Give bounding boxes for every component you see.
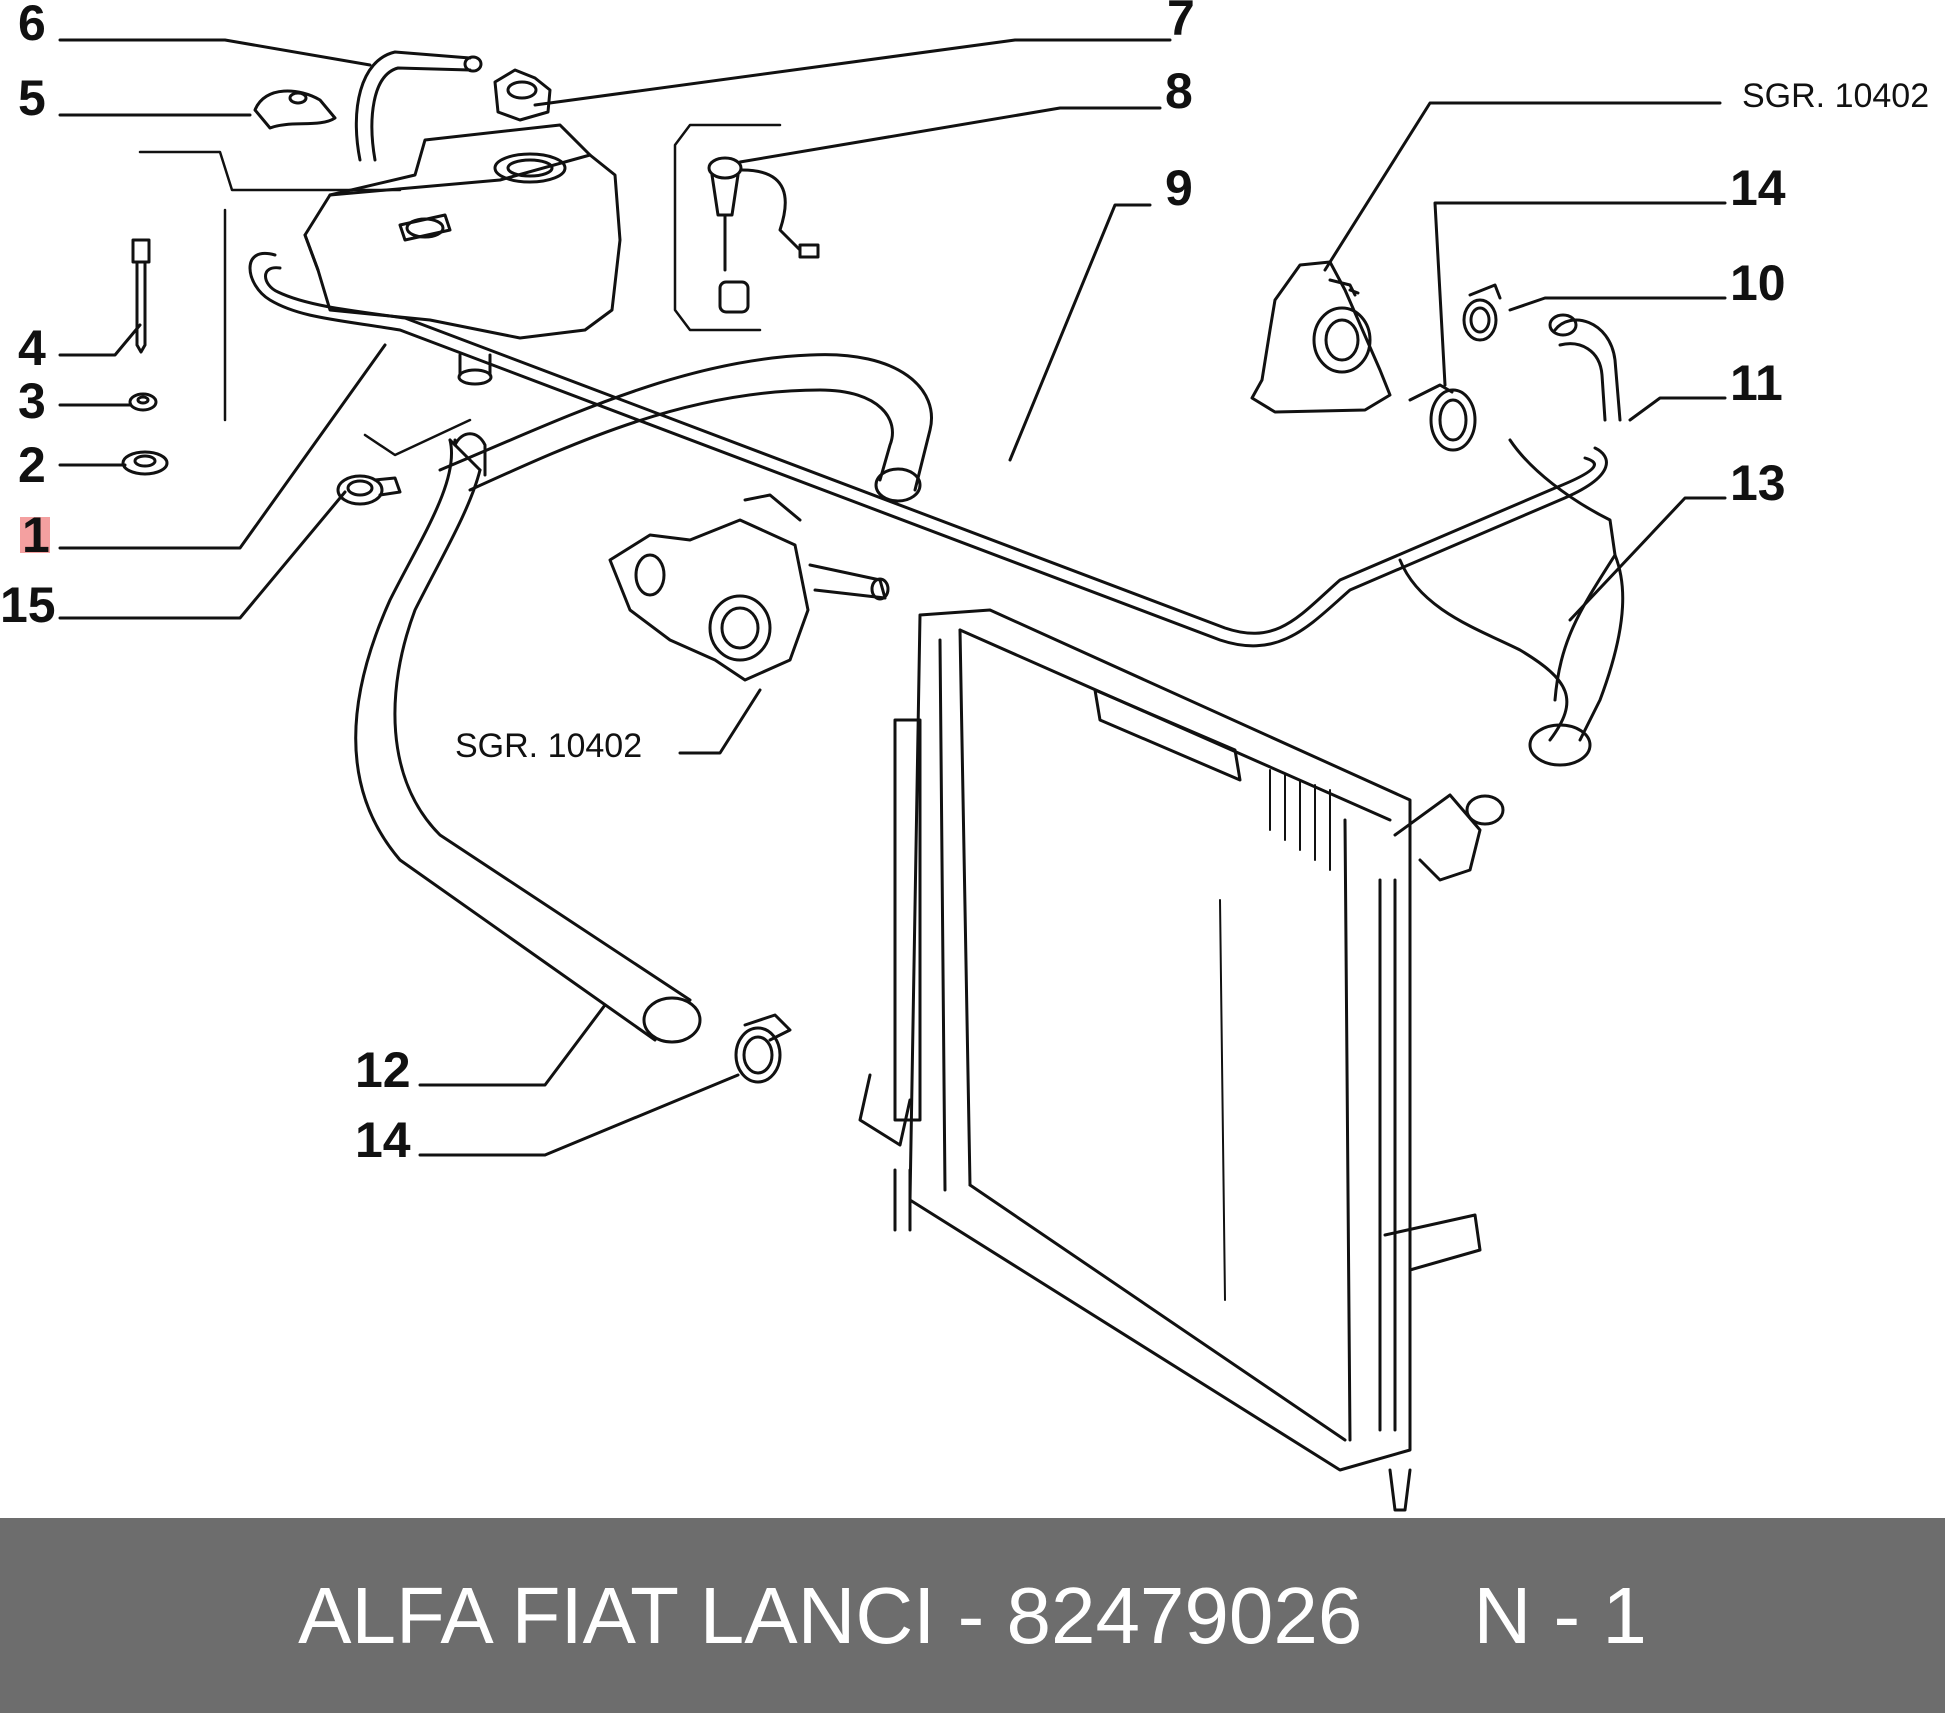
footer-spacer — [1362, 1571, 1473, 1660]
callout-number: 3 — [18, 373, 46, 429]
tank-bracket-lines — [138, 123, 782, 457]
callout-highlight — [20, 517, 50, 553]
clamp-part-15 — [336, 474, 402, 506]
footer-part-label: ALFA FIAT LANCI - 82479026 — [298, 1571, 1363, 1660]
callout-number: 13 — [1730, 455, 1786, 511]
callout-number: 10 — [1730, 255, 1786, 311]
callout-number: 4 — [18, 320, 46, 376]
lower-hose-part-12 — [354, 432, 702, 1044]
radiator — [858, 608, 1505, 1512]
sgr-reference: SGR. 10402 — [1742, 77, 1929, 115]
callout-number: 2 — [18, 437, 46, 493]
bolt-part-4 — [131, 238, 151, 354]
callout-number: 14 — [355, 1112, 411, 1168]
sgr-reference: SGR. 10402 — [455, 727, 642, 765]
callout-number: 11 — [1730, 355, 1783, 411]
hose-part-11 — [1548, 313, 1622, 422]
callout-number: 5 — [18, 70, 46, 126]
sensor-part-8 — [707, 156, 820, 314]
expansion-tank — [303, 123, 622, 386]
cap-assembly — [354, 50, 552, 162]
callout-number: 8 — [1165, 63, 1193, 119]
callout-number: 12 — [355, 1042, 411, 1098]
callout-number: 14 — [1730, 160, 1786, 216]
callout-number: 9 — [1165, 160, 1193, 216]
callout-number: 15 — [0, 577, 56, 633]
clamp-part-14-upper — [1408, 383, 1477, 452]
washer-part-2 — [121, 450, 169, 476]
footer-bar: ALFA FIAT LANCI - 82479026 N - 1 — [0, 1518, 1945, 1713]
callout-number-highlighted: 1 — [22, 507, 50, 563]
hose-part-13 — [1398, 438, 1625, 767]
callout-number: 6 — [18, 0, 46, 51]
leader-lines — [58, 38, 1727, 1157]
clamp-part-10 — [1462, 283, 1502, 342]
footer-caption: ALFA FIAT LANCI - 82479026 N - 1 — [0, 1518, 1945, 1713]
nut-part-3 — [128, 392, 158, 412]
footer-page-label: N - 1 — [1473, 1571, 1647, 1660]
thermostat-housing — [608, 493, 890, 682]
bleed-hose — [248, 251, 1608, 648]
upper-hose — [438, 353, 933, 503]
clamp-part-14-lower — [734, 1013, 792, 1084]
water-outlet — [1250, 260, 1392, 414]
callout-number: 7 — [1167, 0, 1195, 46]
clamp-part-5 — [253, 89, 337, 130]
